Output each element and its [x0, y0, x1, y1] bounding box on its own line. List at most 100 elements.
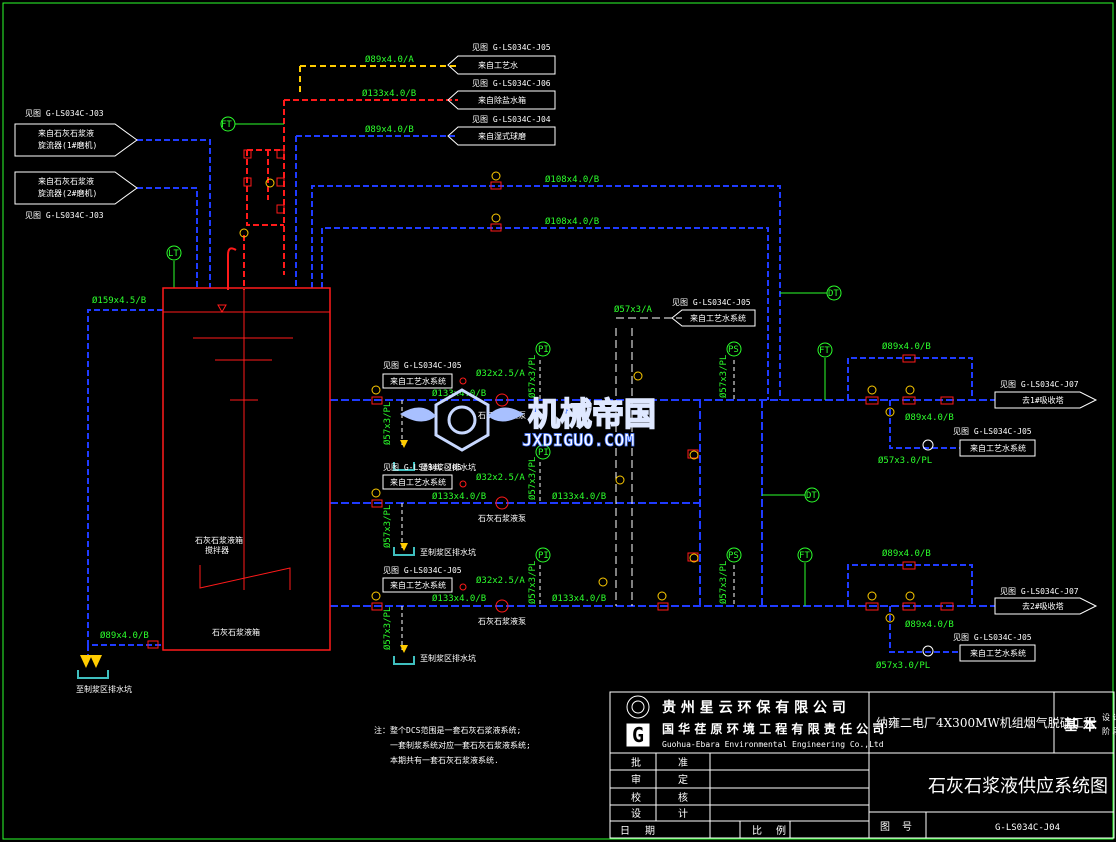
pipe-label-mid2: Ø108x4.0/B — [545, 216, 599, 227]
instrument-bubbles — [166, 116, 842, 563]
pipe-label-v1: Ø57x3/PL — [382, 402, 393, 445]
reference-labels: 见图 G-LS034C-J05 见图 G-LS034C-J06 见图 G-LS0… — [25, 43, 1079, 642]
scale-a: 比 — [752, 825, 762, 837]
flag-in1b: 旋流器(1#磨机) — [38, 140, 97, 150]
pipe-label-v5: Ø57x3/PL — [527, 457, 538, 500]
pipe-label-top2: Ø133x4.0/B — [362, 88, 416, 99]
pipe-label-r3-main: Ø133x4.0/B — [432, 593, 486, 604]
note-2: 一套制浆系统对应一套石灰石浆液系统; — [390, 740, 531, 750]
trench-4: 至制浆区排水坑 — [420, 653, 476, 663]
flag-r1: 来自工艺水系统 — [390, 376, 446, 386]
tank-label2: 搅拌器 — [205, 545, 229, 555]
inst-ft1: FT — [221, 120, 232, 130]
design-a: 设 — [631, 808, 641, 820]
pipe-label-lo-pl: Ø57x3.0/PL — [876, 660, 930, 671]
inst-ps2: PS — [728, 551, 739, 561]
drawing-no-label-a: 图 — [880, 821, 890, 833]
company-1: 贵 州 星 云 环 保 有 限 公 司 — [662, 699, 846, 716]
ref-j05g: 见图 G-LS034C-J05 — [953, 633, 1032, 642]
pipe-label-v6: Ø57x3/PL — [527, 561, 538, 604]
inst-dt2: DT — [806, 491, 817, 501]
pipe-label-lo-bypass: Ø89x4.0/B — [882, 548, 931, 559]
date-a: 日 — [620, 826, 630, 837]
ref-j05d: 见图 G-LS034C-J05 — [383, 463, 462, 472]
pipe-label-up-under: Ø89x4.0/B — [905, 412, 954, 423]
pipe-label-drain: Ø89x4.0/B — [100, 630, 149, 641]
inst-pi1: PI — [538, 345, 549, 355]
notes: 注：整个DCS范围是一套石灰石浆液系统; 一套制浆系统对应一套石灰石浆液系统; … — [374, 725, 531, 765]
flag-out-up: 去1#吸收塔 — [1022, 395, 1064, 405]
check-b: 核 — [678, 791, 688, 804]
review-a: 审 — [631, 773, 641, 786]
date-b: 期 — [645, 825, 655, 837]
stage-side-2: 阶 段 — [1102, 726, 1116, 736]
flag-in2b: 旋流器(2#磨机) — [38, 188, 97, 198]
company-2: 国 华 荏 原 环 境 工 程 有 限 责 任 公 司 — [662, 721, 884, 736]
pipe-label-v2: Ø57x3/PL — [382, 505, 393, 548]
ref-j07a: 见图 G-LS034C-J07 — [1000, 380, 1079, 389]
flag-texts: 来自工艺水 来自除盐水箱 来自湿式球磨 来自石灰石浆液 旋流器(1#磨机) 来自… — [38, 60, 1064, 658]
ref-j05e: 见图 G-LS034C-J05 — [383, 566, 462, 575]
flag-in2a: 来自石灰石浆液 — [38, 176, 94, 186]
note-1: 注：整个DCS范围是一套石灰石浆液系统; — [374, 725, 521, 735]
drawing-title: 石灰石浆液供应系统图 — [928, 776, 1108, 797]
inst-dt1: DT — [828, 289, 839, 299]
ref-j05b: 见图 G-LS034C-J05 — [672, 298, 751, 307]
project-name: 纳雍二电厂4X300MW机组烟气脱硫工程 — [876, 715, 1096, 730]
note-3: 本期共有一套石灰石浆液系统. — [390, 755, 499, 765]
pipe-label-mid1: Ø108x4.0/B — [545, 174, 599, 185]
trench-3: 至制浆区排水坑 — [420, 547, 476, 557]
flag-r2: 来自工艺水系统 — [390, 477, 446, 487]
pipe-label-top3: Ø89x4.0/B — [365, 124, 414, 135]
pipe-label-r2: Ø32x2.5/A — [476, 472, 525, 483]
scale-b: 例 — [776, 824, 786, 837]
stage-side-1: 设 计 — [1102, 712, 1116, 722]
pipe-label-r1: Ø32x2.5/A — [476, 368, 525, 379]
svg-text:G: G — [632, 723, 644, 747]
flag-out-lo: 去2#吸收塔 — [1022, 601, 1064, 611]
inst-ft3: FT — [799, 551, 810, 561]
pump-2-label: 石灰石浆液泵 — [478, 513, 526, 523]
ref-j06: 见图 G-LS034C-J06 — [472, 79, 551, 88]
flag-r3: 来自工艺水系统 — [390, 580, 446, 590]
pipe-label-up-pl: Ø57x3.0/PL — [878, 455, 932, 466]
pipe-network — [87, 65, 995, 655]
design-b: 计 — [678, 807, 688, 820]
drain-trenches — [77, 440, 415, 679]
trench-1: 至制浆区排水坑 — [76, 684, 132, 694]
drawing-no-label-b: 号 — [902, 821, 912, 833]
flag-top2: 来自除盐水箱 — [478, 95, 526, 105]
watermark: 机械帝国 JXDIGUO.COM — [400, 388, 657, 452]
pipe-label-lo-under: Ø89x4.0/B — [905, 619, 954, 630]
approve-a: 批 — [631, 756, 641, 769]
slurry-tank — [162, 287, 331, 651]
title-block-text: 贵 州 星 云 环 保 有 限 公 司 国 华 荏 原 环 境 工 程 有 限 … — [620, 699, 1116, 837]
ref-j03a: 见图 G-LS034C-J03 — [25, 109, 104, 118]
pipe-label-r1-main: Ø133x4.0/B — [432, 388, 486, 399]
inst-ft2: FT — [819, 346, 830, 356]
inst-lt: LT — [168, 249, 179, 259]
instrument-labels: FT LT DT DT PI PS FT PI PI PS FT — [168, 120, 839, 561]
pipe-label-r2-main: Ø133x4.0/B — [432, 491, 486, 502]
flag-p57: 来自工艺水系统 — [690, 313, 746, 323]
inst-pi2: PI — [538, 448, 549, 458]
flag-boxes — [14, 55, 1098, 662]
company-3: Guohua-Ebara Environmental Engineering C… — [662, 740, 884, 749]
ref-j05a: 见图 G-LS034C-J05 — [472, 43, 551, 52]
review-b: 定 — [678, 773, 688, 786]
check-a: 校 — [631, 791, 641, 804]
ref-j05c: 见图 G-LS034C-J05 — [383, 361, 462, 370]
pipe-label-v7: Ø57x3/PL — [718, 355, 729, 398]
trench-2: 至制浆区排水坑 — [420, 462, 476, 472]
pumps — [459, 377, 934, 657]
inst-pi3: PI — [538, 551, 549, 561]
ref-j07b: 见图 G-LS034C-J07 — [1000, 587, 1079, 596]
ref-j05f: 见图 G-LS034C-J05 — [953, 427, 1032, 436]
drawing-number: G-LS034C-J04 — [995, 823, 1060, 833]
watermark-cn: 机械帝国 — [528, 395, 656, 433]
pipe-label-p57a: Ø57x3/A — [614, 304, 653, 315]
pipe-label-r3-main2: Ø133x4.0/B — [552, 593, 606, 604]
pipe-label-v8: Ø57x3/PL — [718, 561, 729, 604]
